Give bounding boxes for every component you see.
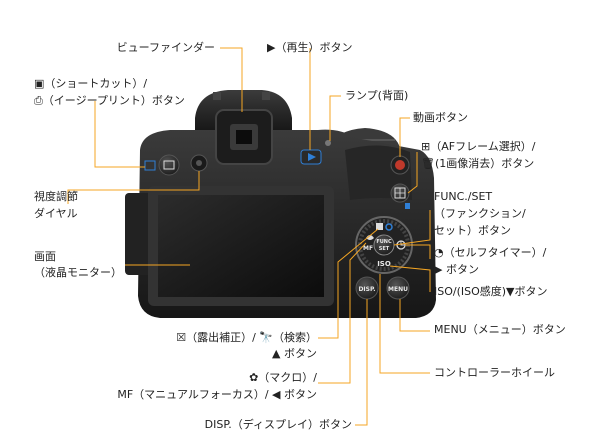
leader-af xyxy=(407,152,418,194)
leader-exposure xyxy=(318,228,379,339)
label-diopter-line1: 視度調節 xyxy=(34,190,78,203)
label-macro-line1: ✿（マクロ）/ xyxy=(249,371,317,384)
label-selftimer-line1: ◔（セルフタイマー）/ xyxy=(434,246,547,259)
leader-controller xyxy=(379,274,430,374)
label-disp: DISP.（ディスプレイ）ボタン xyxy=(204,418,352,431)
label-exposure-line1: ☒（露出補正）/ 🔭（検索） xyxy=(176,331,317,344)
shortcut-button[interactable] xyxy=(144,154,180,176)
label-af-line1: ⊞（AFフレーム選択）/ xyxy=(421,140,536,153)
label-viewfinder: ビューファインダー xyxy=(116,41,215,54)
macro-icon xyxy=(366,235,374,240)
label-macro-line2: MF（マニュアルフォーカス）/ ◀ ボタン xyxy=(117,388,317,401)
label-iso: ISO/(ISO感度)▼ボタン xyxy=(434,285,548,298)
menu-text: MENU xyxy=(388,286,408,293)
leader-diopter xyxy=(67,171,200,204)
label-screen-line2: （液晶モニター） xyxy=(34,266,122,279)
iso-text: ISO xyxy=(377,260,391,268)
leader-lamp xyxy=(329,95,341,141)
lcd-screen xyxy=(125,186,334,306)
leader-macro xyxy=(318,242,367,384)
label-screen-line1: 画面 xyxy=(34,250,56,263)
leader-shortcut xyxy=(94,101,145,168)
label-shortcut-line2: ⎙（イージープリント）ボタン xyxy=(34,94,185,107)
func-text: FUNC xyxy=(376,239,392,245)
exposure-icon xyxy=(376,223,393,231)
leader-menu xyxy=(399,299,430,332)
set-text: SET xyxy=(379,246,390,252)
label-af-line2: 🗑(1画像消去）ボタン xyxy=(421,157,535,170)
leader-func xyxy=(393,210,431,246)
af-frame-button[interactable] xyxy=(390,183,410,209)
viewfinder-eyepiece xyxy=(215,109,273,165)
label-func-line1: FUNC./SET xyxy=(434,190,493,203)
diopter-dial[interactable] xyxy=(190,154,208,172)
disp-button[interactable]: DISP. xyxy=(355,276,379,300)
label-exposure-line2: ▲ ボタン xyxy=(272,347,317,360)
movie-button[interactable] xyxy=(390,155,410,175)
leader-movie xyxy=(399,117,410,157)
mf-text: MF xyxy=(363,245,373,252)
leader-selftimer xyxy=(405,244,431,259)
label-play-button: ▶（再生）ボタン xyxy=(267,41,353,54)
leader-disp xyxy=(355,299,368,426)
label-func-line3: セット）ボタン xyxy=(434,224,511,237)
label-diopter-line2: ダイヤル xyxy=(34,207,78,220)
leader-lines xyxy=(67,47,431,426)
lamp-indicator xyxy=(325,140,331,146)
label-shortcut-line1: ▣（ショートカット）/ xyxy=(34,77,148,90)
label-lamp: ランプ(背面) xyxy=(345,89,409,102)
label-menu: MENU（メニュー）ボタン xyxy=(434,323,566,336)
label-movie-button: 動画ボタン xyxy=(413,111,468,124)
label-controller: コントローラーホイール xyxy=(434,366,555,379)
leader-iso xyxy=(389,265,431,292)
menu-button[interactable]: MENU xyxy=(386,276,410,300)
play-button[interactable] xyxy=(300,149,322,165)
label-func-line2: （ファンクション/ xyxy=(434,207,526,220)
leader-viewfinder xyxy=(220,47,243,112)
label-selftimer-line2: ▶ ボタン xyxy=(434,263,479,276)
disp-text: DISP. xyxy=(358,286,375,293)
func-set-button[interactable]: FUNC SET xyxy=(373,234,395,256)
